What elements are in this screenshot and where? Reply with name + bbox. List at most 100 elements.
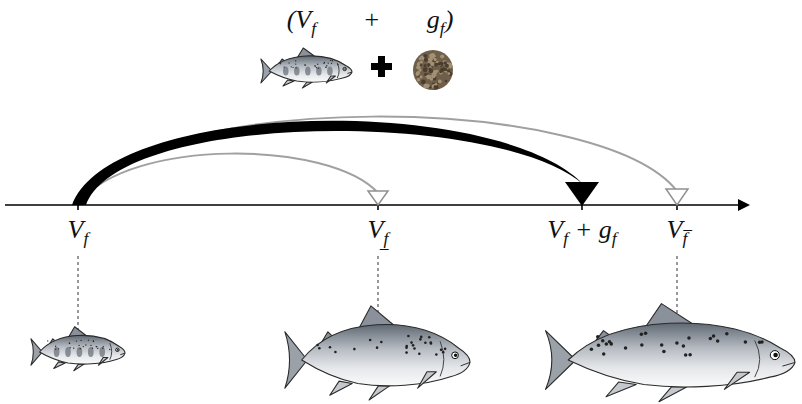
fish-spot (73, 347, 74, 348)
fish-spot (110, 341, 111, 342)
fish-pupil (344, 68, 346, 70)
fish-spot (318, 67, 319, 68)
fish-spot (337, 64, 338, 65)
pellet (424, 54, 428, 58)
fish-spot (55, 346, 56, 347)
fish-spot (687, 336, 691, 340)
fish-spot (58, 348, 59, 349)
fish-spot (102, 348, 103, 349)
pellet (438, 62, 443, 67)
fish-spot (278, 62, 279, 63)
pellet (417, 78, 420, 81)
fish-fin (418, 372, 437, 388)
parr-mark (88, 347, 94, 357)
fish-spot (601, 339, 605, 343)
pellet (428, 57, 433, 62)
fish-spot (608, 340, 612, 344)
fish-spot (597, 344, 601, 348)
fish-figure (546, 304, 795, 402)
fish-fin (54, 362, 65, 369)
arrowhead-filled (565, 182, 599, 206)
fish-spot (69, 343, 70, 344)
fish-mouth (347, 72, 352, 74)
fish-spot (325, 66, 326, 67)
plus-sign (371, 56, 392, 77)
fish-spot (93, 340, 94, 341)
fish-spot (424, 341, 427, 344)
fish-spot (380, 341, 383, 344)
fish-spot (331, 63, 332, 64)
fish-spot (92, 347, 93, 348)
fish-spot (430, 342, 433, 345)
fish-spot (353, 348, 356, 351)
fish-eye (770, 351, 779, 360)
fish-spot (314, 65, 315, 66)
fish-spot (69, 347, 70, 348)
fish-spot (295, 60, 296, 61)
fish-spot (716, 339, 720, 343)
parr-mark (99, 347, 105, 357)
fish-spot (330, 60, 331, 61)
fish-spot (292, 67, 293, 68)
fish-spot (291, 66, 292, 67)
fish-fin (326, 76, 335, 83)
fish-spot (419, 338, 422, 341)
fish-spot (85, 344, 86, 345)
fish-spot (725, 332, 729, 336)
fish-spot (315, 65, 316, 66)
fish-gill (440, 341, 444, 376)
fish-body (302, 324, 470, 385)
fish-spot (93, 341, 94, 342)
fish-spot (78, 345, 79, 346)
fish-fin (646, 304, 691, 326)
pellet (415, 72, 419, 76)
fish-spot (69, 342, 70, 343)
parr-mark (305, 67, 311, 76)
fish-spot (304, 64, 305, 65)
axis-arrowhead (738, 199, 750, 211)
pellet (419, 57, 422, 60)
pellet (440, 55, 444, 59)
parr-mark (327, 67, 333, 76)
fish-fin (724, 372, 749, 389)
pellet (437, 62, 441, 66)
pellet (447, 72, 450, 75)
fish-spot (323, 63, 324, 64)
pellet (430, 53, 435, 58)
fish-spot (80, 340, 81, 341)
dashed-leader (677, 256, 678, 318)
pellet (445, 64, 449, 68)
pellet (448, 72, 452, 76)
fish-figure (285, 306, 470, 400)
fish-spot (440, 349, 443, 352)
fish-spot (295, 67, 296, 68)
fish-spot (709, 337, 713, 341)
fish-spot (684, 353, 688, 357)
fish-mouth (782, 362, 795, 366)
fish-spot (602, 352, 606, 356)
fish-spot (412, 344, 415, 347)
fish-spot (324, 62, 325, 63)
fish-spot (326, 65, 327, 66)
pellet (423, 84, 428, 89)
fish-body (269, 56, 352, 82)
fish-fin (302, 82, 312, 88)
fish-spot (376, 346, 379, 349)
fish-fin (98, 358, 108, 366)
fish-spot (329, 346, 332, 349)
fish-spot (760, 340, 764, 344)
fish-body (568, 323, 795, 387)
pellet (447, 69, 450, 72)
fish-spot (413, 347, 416, 350)
fish-spot (316, 67, 317, 68)
arrowhead-open (368, 191, 388, 205)
pellet (417, 63, 420, 66)
fish-spot (428, 336, 431, 339)
fish-gill (110, 343, 112, 360)
pellet (433, 58, 437, 62)
fish-eye (343, 67, 346, 70)
fish-fin (74, 364, 84, 371)
fish-spot (407, 335, 410, 338)
pellet-pile (413, 50, 453, 90)
